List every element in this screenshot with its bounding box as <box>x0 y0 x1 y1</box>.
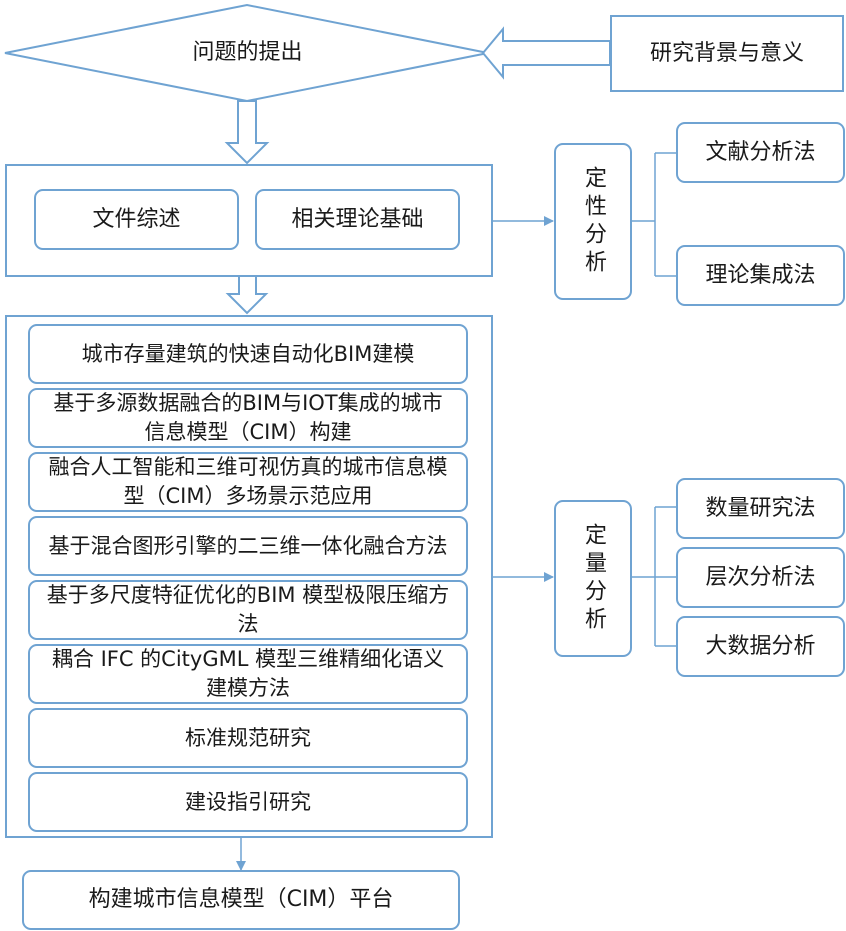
quant-item-label: 基于多尺度特征优化的BIM 模型极限压缩方法 <box>46 583 450 636</box>
qual-label: 定性分析 <box>581 165 606 278</box>
background-label: 研究背景与意义 <box>649 40 804 66</box>
quant-item-label: 基于混合图形引擎的二三维一体化融合方法 <box>48 533 448 558</box>
qual-item-label: 文件综述 <box>92 206 181 232</box>
quant-item-label: 建设指引研究 <box>185 789 311 814</box>
quant-item-0: 城市存量建筑的快速自动化BIM建模 <box>28 324 468 384</box>
background-to-problem-arrow <box>481 26 611 80</box>
quant-item-7: 建设指引研究 <box>28 772 468 832</box>
quant-item-3: 基于混合图形引擎的二三维一体化融合方法 <box>28 516 468 576</box>
quant-item-label: 城市存量建筑的快速自动化BIM建模 <box>81 341 415 366</box>
quant-method-label: 数量研究法 <box>705 495 816 521</box>
quant-method-label: 大数据分析 <box>705 633 816 659</box>
problem-label: 问题的提出 <box>192 40 303 65</box>
quant-method-2: 大数据分析 <box>676 616 845 677</box>
qual-bracket <box>631 152 676 277</box>
quant-item-2: 融合人工智能和三维可视仿真的城市信息模型（CIM）多场景示范应用 <box>28 452 468 512</box>
quant-method-0: 数量研究法 <box>676 478 845 539</box>
quant-method-label: 层次分析法 <box>705 564 816 590</box>
quant-item-6: 标准规范研究 <box>28 708 468 768</box>
quant-item-label: 融合人工智能和三维可视仿真的城市信息模型（CIM）多场景示范应用 <box>48 455 448 508</box>
qual-label-box: 定性分析 <box>554 143 632 300</box>
quant-label-box: 定量分析 <box>554 500 632 657</box>
quant-item-label: 基于多源数据融合的BIM与IOT集成的城市信息模型（CIM）构建 <box>53 391 443 444</box>
quant-label: 定量分析 <box>581 522 606 635</box>
qual-to-quant-arrow <box>225 275 269 315</box>
qual-item-0: 文件综述 <box>34 189 239 250</box>
qual-method-label: 理论集成法 <box>705 262 816 288</box>
qual-method-label: 文献分析法 <box>705 139 816 165</box>
quant-bracket <box>631 506 676 647</box>
qual-item-1: 相关理论基础 <box>255 189 460 250</box>
platform-box: 构建城市信息模型（CIM）平台 <box>22 870 460 930</box>
background-box: 研究背景与意义 <box>610 15 844 92</box>
quant-item-1: 基于多源数据融合的BIM与IOT集成的城市信息模型（CIM）构建 <box>28 388 468 448</box>
quant-item-label: 标准规范研究 <box>185 725 311 750</box>
quant-item-5: 耦合 IFC 的CityGML 模型三维精细化语义建模方法 <box>28 644 468 704</box>
quant-item-4: 基于多尺度特征优化的BIM 模型极限压缩方法 <box>28 580 468 640</box>
quant-method-1: 层次分析法 <box>676 547 845 608</box>
qual-method-1: 理论集成法 <box>676 245 845 306</box>
platform-label: 构建城市信息模型（CIM）平台 <box>88 887 394 912</box>
problem-to-qual-arrow <box>224 100 270 165</box>
qual-item-label: 相关理论基础 <box>291 206 424 232</box>
qual-method-0: 文献分析法 <box>676 122 845 183</box>
quant-item-label: 耦合 IFC 的CityGML 模型三维精细化语义建模方法 <box>51 647 445 700</box>
